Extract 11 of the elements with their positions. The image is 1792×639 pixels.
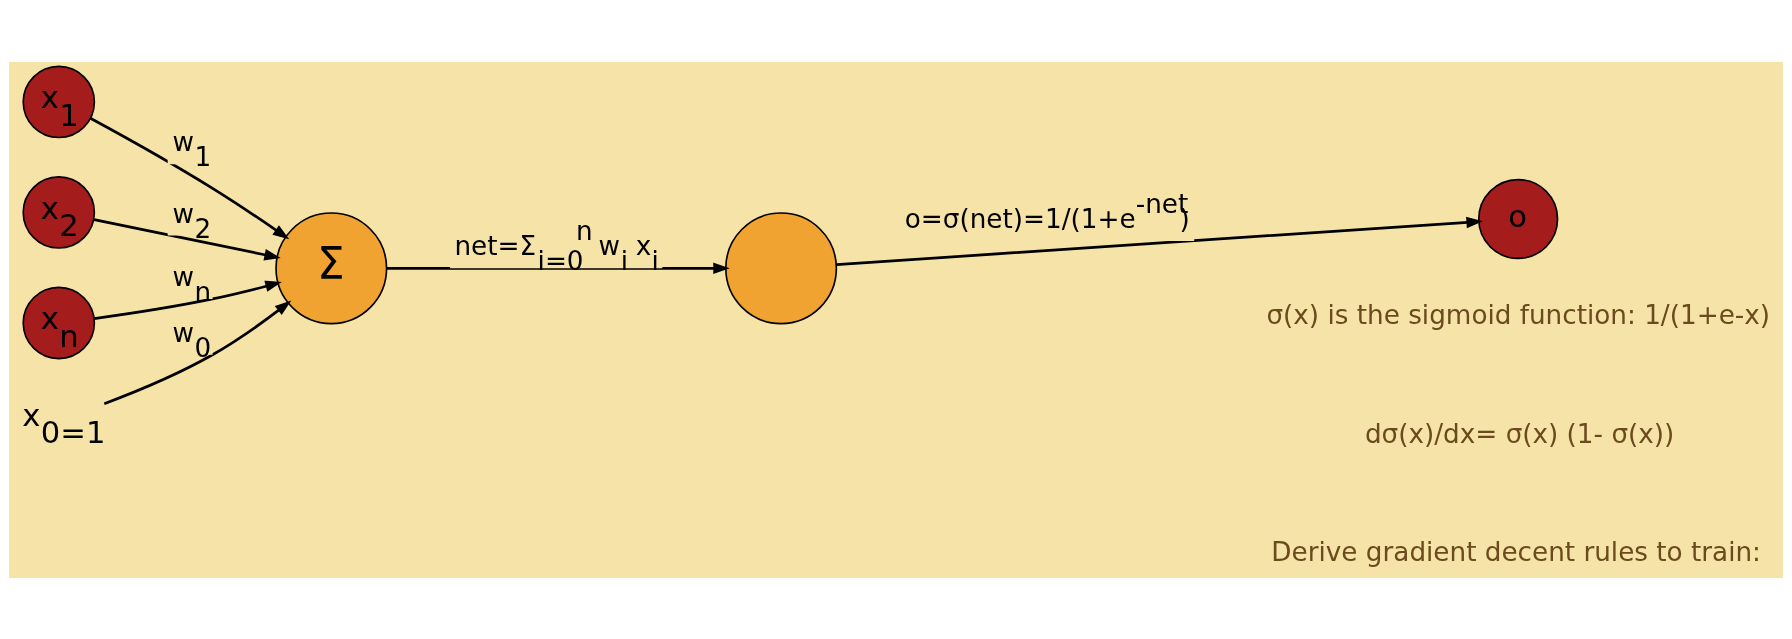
arrow xyxy=(93,217,281,260)
arrow xyxy=(836,216,1483,266)
arrow xyxy=(386,262,730,274)
arrow xyxy=(103,300,292,405)
arrow xyxy=(89,116,290,239)
arrow xyxy=(94,280,282,320)
label: dσ(x)/dx= σ(x) (1- σ(x)) xyxy=(1364,418,1675,449)
label: σ(x) is the sigmoid function: 1/(1+e-x) xyxy=(1266,299,1771,330)
label: Derive gradient decent rules to train: xyxy=(1271,536,1761,567)
node-circle: o xyxy=(1477,178,1559,259)
node-circle xyxy=(725,211,838,324)
